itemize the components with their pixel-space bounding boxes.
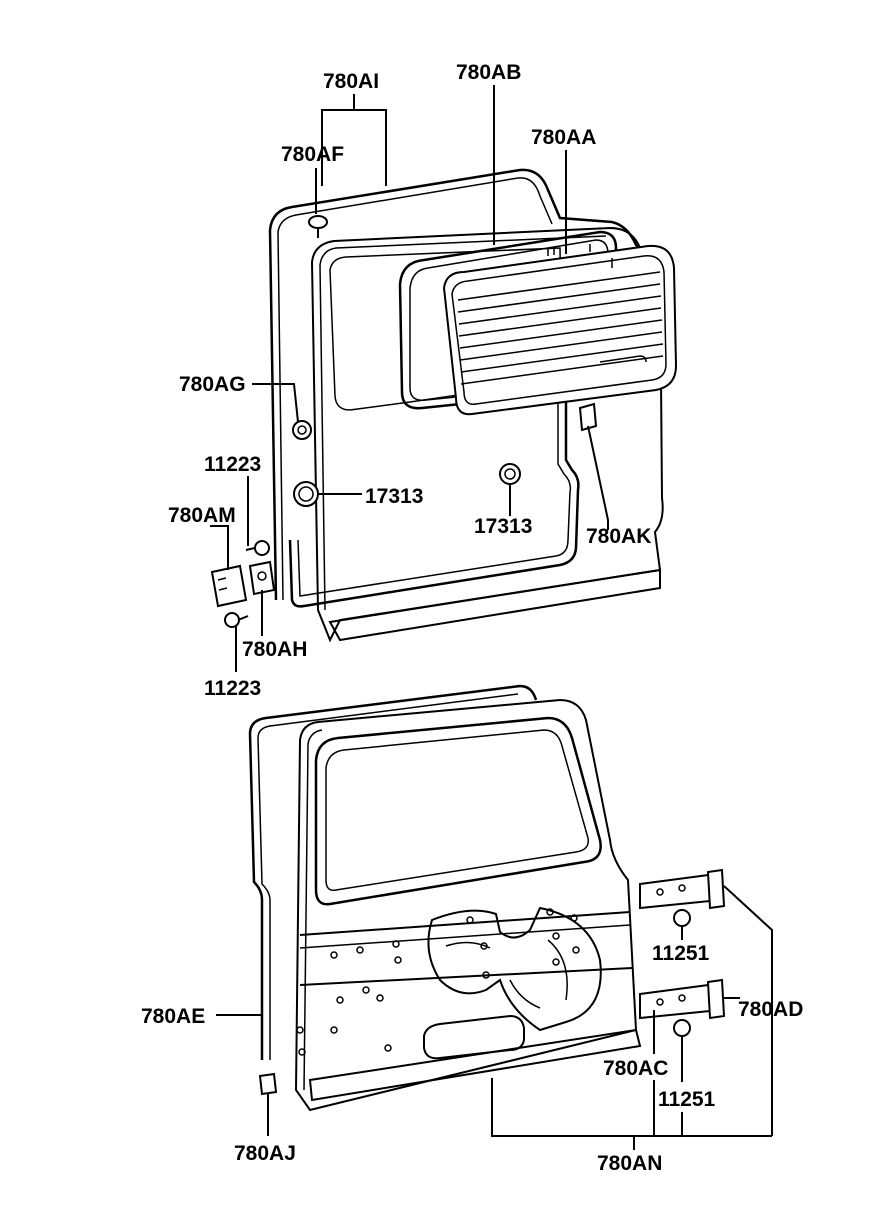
weatherstrip-780ae: [248, 684, 538, 1060]
spare-tire-mount: [427, 906, 602, 1032]
label-780ah: 780AH: [242, 638, 307, 661]
grommet-780ak: [578, 402, 598, 432]
hinge-bracket-780am: [210, 564, 248, 608]
label-17313-left: 17313: [365, 485, 423, 508]
label-780an: 780AN: [597, 1152, 662, 1175]
label-780aj: 780AJ: [234, 1142, 296, 1165]
door-handle: [423, 1014, 525, 1060]
bumper-780ag: [292, 420, 312, 440]
bolt-11251-top: [673, 909, 691, 936]
clip-780aj: [258, 1072, 278, 1096]
louver-panel: [442, 244, 678, 416]
part-labels: 780AI 780AB 780AF 780AA 780AG 11223 1731…: [141, 61, 803, 1175]
label-780am: 780AM: [168, 504, 236, 527]
clip-780af: [308, 215, 328, 238]
label-780aa: 780AA: [531, 126, 596, 149]
label-11251-top: 11251: [652, 942, 710, 965]
label-11223-top: 11223: [204, 453, 261, 476]
leader-lines: [210, 85, 773, 1150]
hinge-780ah: [248, 560, 276, 596]
hinge-upper: [639, 868, 726, 910]
upper-weatherstrip: [268, 168, 665, 601]
label-11251-bottom: 11251: [658, 1088, 716, 1111]
inner-seal: [288, 378, 580, 608]
label-780ak: 780AK: [586, 525, 651, 548]
lower-door-glass: [325, 729, 589, 892]
lower-door-glass-frame: [314, 716, 602, 906]
bolt-11223-bottom: [224, 612, 249, 628]
label-780ai: 780AI: [323, 70, 379, 93]
upper-door-body: [310, 226, 664, 643]
label-11223-bottom: 11223: [204, 677, 261, 700]
bolt-11223-top: [245, 540, 270, 556]
upper-door-assembly: [210, 168, 678, 643]
label-780ae: 780AE: [141, 1005, 205, 1028]
label-780ag: 780AG: [179, 373, 246, 396]
glass-seal: [398, 230, 618, 410]
bolt-11251-bottom: [673, 1019, 691, 1046]
label-780af: 780AF: [281, 143, 344, 166]
lower-door-body: [294, 698, 638, 1112]
label-780ac: 780AC: [603, 1057, 668, 1080]
label-780ad: 780AD: [738, 998, 803, 1021]
louver-slats: [457, 271, 664, 385]
plug-17313-left: [293, 481, 319, 507]
mounting-holes: [296, 908, 580, 1056]
label-780ab: 780AB: [456, 61, 521, 84]
lower-door-assembly: [248, 684, 726, 1112]
label-17313-center: 17313: [474, 515, 532, 538]
hinge-lower: [639, 978, 726, 1020]
plug-17313-center: [499, 463, 521, 485]
